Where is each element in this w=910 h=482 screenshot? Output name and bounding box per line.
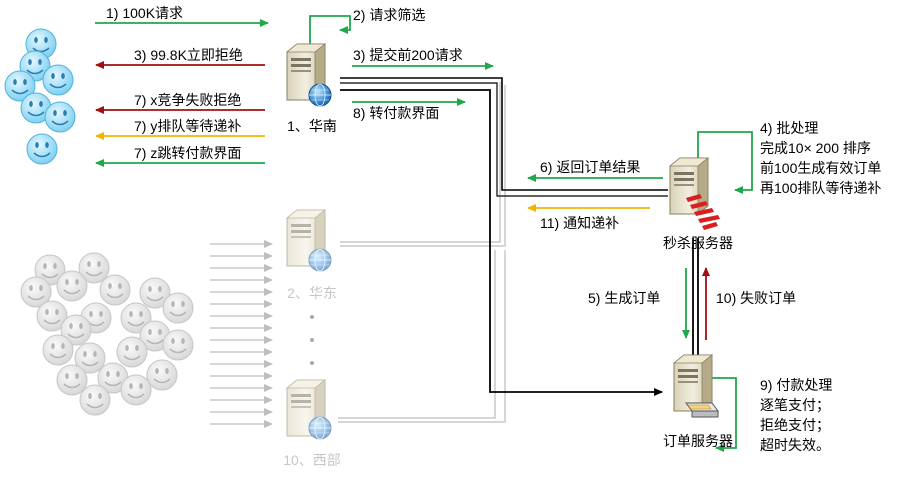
user-face-icon <box>79 384 111 416</box>
order-server[interactable]: 订单服务器 <box>663 354 733 449</box>
south-server-label: 1、华南 <box>287 118 337 134</box>
user-face-icon <box>116 336 148 368</box>
step11-label: 11) 通知递补 <box>540 215 619 231</box>
east-link-line <box>340 82 501 243</box>
user-face-icon <box>120 374 152 406</box>
south-backbone <box>340 77 699 396</box>
user-face-icon <box>56 364 88 396</box>
west-server[interactable]: 10、西部 <box>283 379 341 468</box>
globe-icon <box>308 248 332 272</box>
flow-arrows <box>95 15 753 452</box>
lightning-burst-icon <box>686 194 720 230</box>
payment-note-line: 9) 付款处理 <box>760 377 832 393</box>
user-face-icon <box>146 359 178 391</box>
step8-label: 8) 转付款界面 <box>353 105 439 121</box>
ellipsis-dot <box>310 315 314 319</box>
user-face-icon <box>44 101 76 133</box>
step4-loop-arrow <box>697 131 753 194</box>
user-face-icon <box>42 334 74 366</box>
drawer-icon <box>685 402 719 418</box>
batch-note: 4) 批处理 完成10× 200 排序 前100生成有效订单 再100排队等待递… <box>760 120 881 196</box>
west-server-label: 10、西部 <box>283 452 341 468</box>
west-link-line <box>338 250 496 419</box>
idle-request-arrows <box>210 240 273 428</box>
step5-label: 5) 生成订单 <box>588 290 660 306</box>
globe-icon <box>308 83 332 107</box>
step2-loop-arrow <box>309 15 351 44</box>
step7z-label: 7) z跳转付款界面 <box>134 145 241 161</box>
user-face-icon <box>162 329 194 361</box>
step3-reject-label: 3) 99.8K立即拒绝 <box>134 47 243 63</box>
payment-note: 9) 付款处理 逐笔支付； 拒绝支付； 超时失效。 <box>760 377 832 453</box>
step7x-label: 7) x竞争失败拒绝 <box>134 92 241 108</box>
payment-note-line: 超时失效。 <box>760 437 830 453</box>
server-ellipsis <box>310 315 314 365</box>
south-to-seckill-line <box>340 82 668 197</box>
step7y-label: 7) y排队等待递补 <box>134 118 241 134</box>
south-server[interactable]: 1、华南 <box>286 43 337 134</box>
east-server[interactable]: 2、华东 <box>286 209 337 301</box>
seckill-server-label: 秒杀服务器 <box>663 235 733 251</box>
step2-label: 2) 请求筛选 <box>353 7 425 23</box>
batch-note-line: 完成10× 200 排序 <box>760 140 871 156</box>
east-server-label: 2、华东 <box>287 285 337 301</box>
order-server-label: 订单服务器 <box>663 433 733 449</box>
step1-label: 1) 100K请求 <box>106 5 183 21</box>
payment-note-line: 拒绝支付； <box>760 417 830 434</box>
globe-icon <box>308 416 332 440</box>
active-users-group <box>4 28 76 165</box>
idle-server-links <box>338 82 506 423</box>
user-face-icon <box>56 270 88 302</box>
batch-note-line: 再100排队等待递补 <box>760 180 881 196</box>
user-face-icon <box>26 133 58 165</box>
step10-label: 10) 失败订单 <box>716 290 796 306</box>
user-face-icon <box>99 274 131 306</box>
step6-label: 6) 返回订单结果 <box>540 159 640 175</box>
user-face-icon <box>162 292 194 324</box>
batch-note-line: 前100生成有效订单 <box>760 160 881 176</box>
user-face-icon <box>42 64 74 96</box>
step9-loop-arrow <box>712 377 737 452</box>
east-link-line <box>340 85 506 247</box>
seckill-server[interactable]: 秒杀服务器 <box>663 157 733 251</box>
idle-users-group <box>20 252 194 416</box>
ellipsis-dot <box>310 338 314 342</box>
batch-note-line: 4) 批处理 <box>760 120 818 136</box>
step3-submit-label: 3) 提交前200请求 <box>353 47 463 63</box>
south-to-seckill-line <box>340 77 668 191</box>
south-to-order-arrow <box>340 89 663 396</box>
payment-note-line: 逐笔支付； <box>760 397 830 414</box>
west-link-line <box>338 250 506 423</box>
ellipsis-dot <box>310 361 314 365</box>
